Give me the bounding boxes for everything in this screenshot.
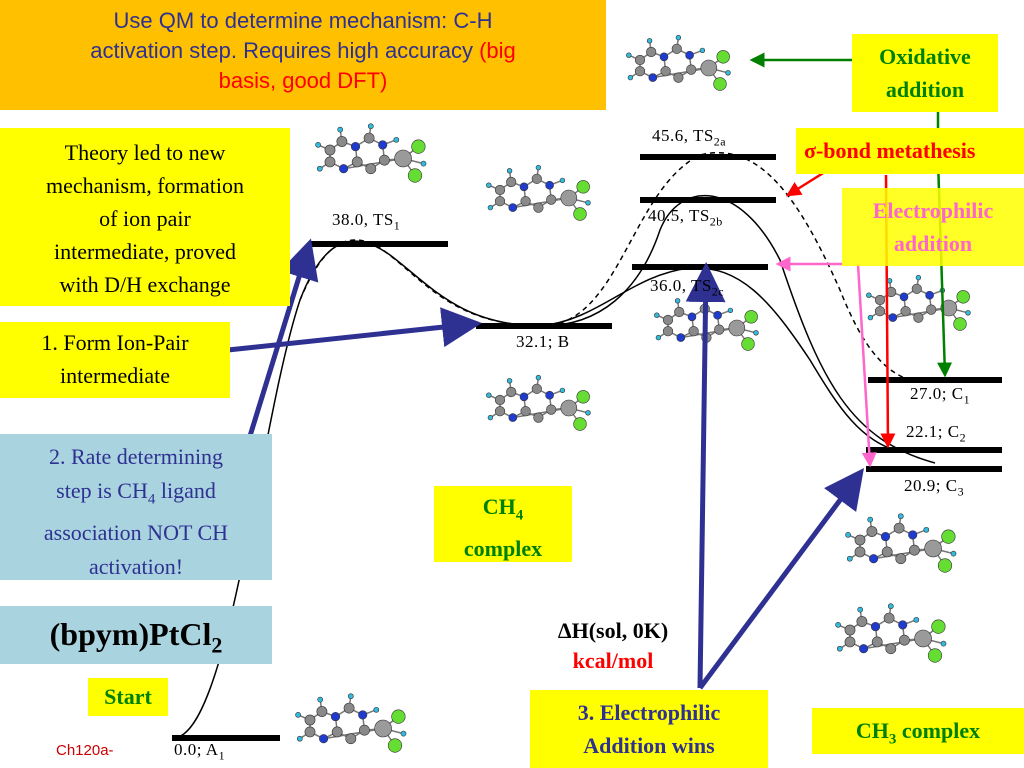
blue-arrows xyxy=(227,238,864,690)
complex-label: (bpym)PtCl2 xyxy=(0,606,272,664)
level-label-C3: 20.9; C3 xyxy=(904,476,965,499)
electrophilic-addition-box: Electrophilic addition xyxy=(842,188,1024,266)
title-line-3: basis, good DFT) xyxy=(218,68,388,93)
arrow-step1-to-B xyxy=(227,307,482,353)
theory-box: Theory led to new mechanism, formation o… xyxy=(0,128,290,306)
level-label-A1: 0.0; A1 xyxy=(174,740,226,763)
arrow-step3-to-C3 xyxy=(697,467,864,690)
arrow-electrophilic-down xyxy=(856,263,877,468)
pink-arrows xyxy=(775,256,877,468)
step1-box: 1. Form Ion-Pair intermediate xyxy=(0,322,230,398)
molecule-structure xyxy=(486,164,591,221)
molecule-structure xyxy=(295,693,407,753)
level-label-TS2b: 40.5, TS2b xyxy=(648,206,723,229)
level-label-TS2a: 45.6, TS2a xyxy=(652,126,727,149)
molecule-structure xyxy=(626,34,731,91)
level-label-C2: 22.1; C2 xyxy=(906,422,967,445)
molecule-structure xyxy=(866,274,971,331)
start-label: Start xyxy=(88,678,168,716)
arrow-step2-to-TS1 xyxy=(247,238,319,437)
curve-dashed xyxy=(299,152,911,381)
title-line-2: activation step. Requires high accuracy … xyxy=(90,38,516,63)
level-label-B: 32.1; B xyxy=(516,332,570,351)
step3-box: 3. Electrophilic Addition wins xyxy=(530,690,768,768)
molecule-structure xyxy=(486,374,591,431)
molecule-structure xyxy=(845,513,957,573)
sigma-bond-metathesis-box: σ-bond metathesis xyxy=(796,128,1024,174)
molecule-structure xyxy=(835,603,947,663)
footer-text: Ch120a- xyxy=(56,742,114,759)
curve-solid-tsc xyxy=(539,267,901,453)
oxidative-addition-box: Oxidative addition xyxy=(852,34,998,112)
step2-box: 2. Rate determining step is CH4 ligand a… xyxy=(0,434,272,580)
ch4-complex-box: CH4 complex xyxy=(434,486,572,562)
level-label-C1: 27.0; C1 xyxy=(910,384,971,407)
title-line-1: Use QM to determine mechanism: C-H xyxy=(113,8,493,33)
level-label-TS2c: 36.0, TS2c xyxy=(650,276,725,299)
units-label: ΔH(sol, 0K) kcal/mol xyxy=(557,618,669,673)
arrow-sigma-left xyxy=(785,168,829,197)
molecule-structure xyxy=(315,123,427,183)
level-label-TS1: 38.0, TS1 xyxy=(332,210,401,233)
arrow-step3-to-TS2c xyxy=(685,262,726,689)
ch3-complex-box: CH3 complex xyxy=(812,708,1024,754)
title-box: Use QM to determine mechanism: C-H activ… xyxy=(0,0,606,110)
